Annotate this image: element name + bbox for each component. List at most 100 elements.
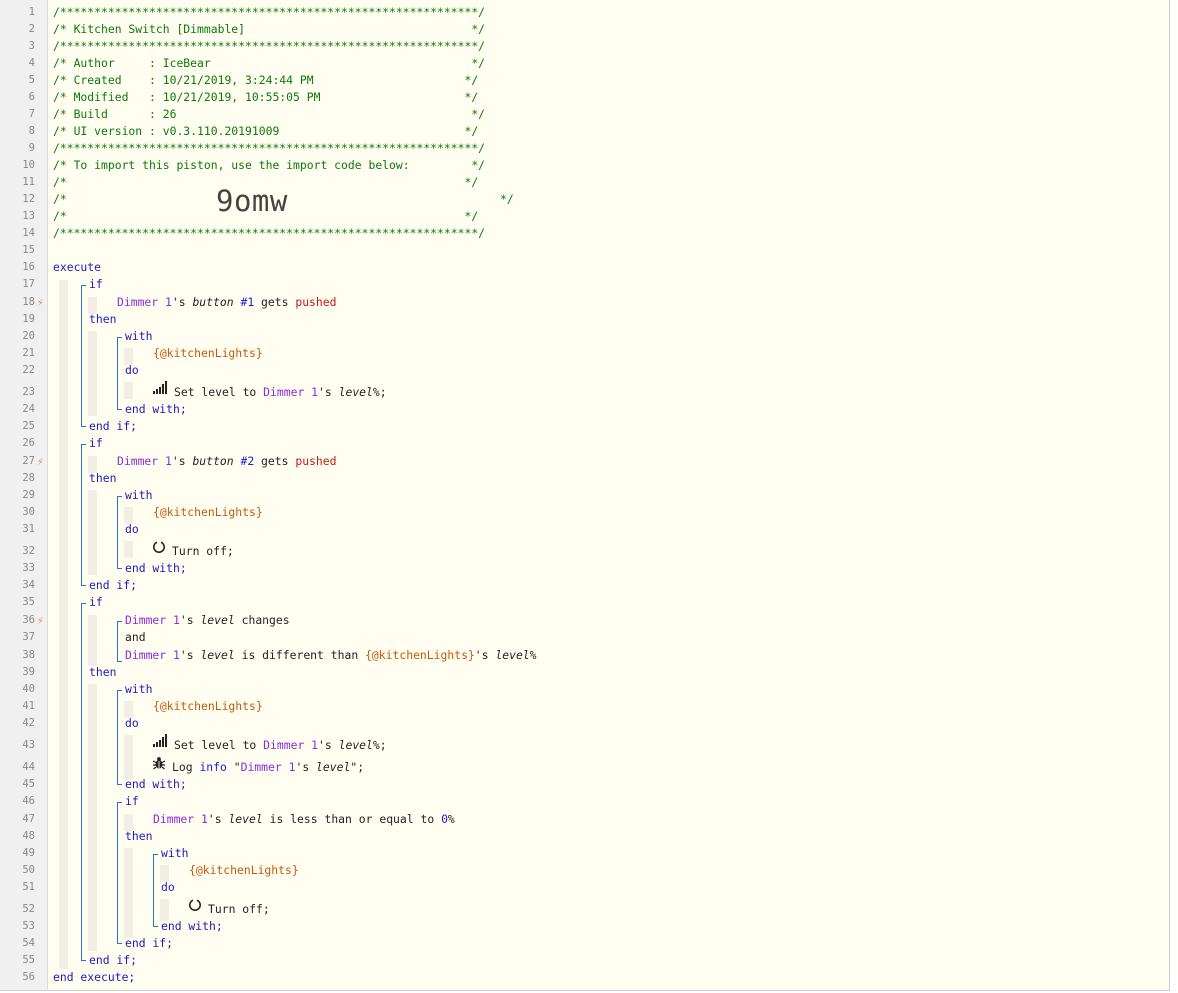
line-number: 2 — [28, 23, 35, 35]
task-text: Turn off; — [172, 544, 234, 558]
block-bracket — [117, 690, 118, 785]
indent-guide — [88, 490, 97, 575]
line-number: 7 — [28, 108, 35, 120]
lightning-bolt-icon: ⚡ — [37, 455, 44, 468]
device-variable[interactable]: {@kitchenLights} — [153, 699, 263, 713]
line-number: 52 — [22, 903, 35, 915]
attribute: level — [228, 812, 263, 826]
with-keyword: with — [125, 682, 153, 696]
line-number: 15 — [22, 244, 35, 256]
header-build: /* Build : 26 */ — [53, 107, 486, 121]
line-number: 43 — [22, 739, 35, 751]
block-bracket — [117, 568, 122, 569]
header-created: /* Created : 10/21/2019, 3:24:44 PM */ — [53, 73, 479, 87]
indent-guide — [88, 456, 97, 473]
block-bracket — [81, 285, 82, 427]
set-level-task[interactable]: Set level to Dimmer 1's level%; — [174, 737, 387, 754]
block-bracket — [117, 802, 118, 944]
turn-off-task[interactable]: Turn off; — [208, 901, 270, 918]
line-number: 30 — [22, 506, 35, 518]
line-number: 53 — [22, 920, 35, 932]
line-number: 33 — [22, 562, 35, 574]
condition-level-zero[interactable]: Dimmer 1's level is less than or equal t… — [153, 811, 455, 828]
possessive: 's — [318, 385, 339, 399]
then-keyword: then — [89, 665, 117, 679]
possessive: 's — [295, 760, 317, 774]
indent-guide — [124, 507, 133, 524]
block-bracket — [117, 661, 122, 662]
with-keyword: with — [125, 488, 153, 502]
device-name: Dimmer 1 — [125, 613, 180, 627]
device-variable[interactable]: {@kitchenLights} — [189, 863, 299, 877]
button-number: #2 — [240, 454, 255, 468]
line-number: 48 — [22, 830, 35, 842]
line-number: 12 — [22, 193, 35, 205]
block-bracket — [117, 784, 122, 785]
indent-guide — [124, 814, 133, 831]
task-text: Log — [172, 760, 200, 774]
line-number: 8 — [28, 125, 35, 137]
line-number: 29 — [22, 489, 35, 501]
line-number: 24 — [22, 403, 35, 415]
attribute: button — [192, 454, 234, 468]
log-level: info — [199, 760, 227, 774]
block-bracket — [117, 337, 118, 410]
block-bracket — [81, 960, 86, 961]
import-code[interactable]: 9omw — [216, 184, 288, 218]
line-number: 45 — [22, 778, 35, 790]
and-operator: and — [125, 630, 146, 644]
possessive: 's — [318, 738, 339, 752]
condition-level-changes[interactable]: Dimmer 1's level changes — [125, 612, 290, 629]
condition-button-2[interactable]: Dimmer 1's button #2 gets pushed — [117, 453, 337, 470]
line-number: 47 — [22, 813, 35, 825]
line-number: 40 — [22, 683, 35, 695]
header-blank-comment: /* */ — [53, 209, 479, 223]
do-keyword: do — [125, 363, 139, 377]
indent-guide — [88, 615, 97, 666]
line-number: 37 — [22, 631, 35, 643]
set-level-task[interactable]: Set level to Dimmer 1's level%; — [174, 384, 387, 401]
block-bracket — [153, 926, 158, 927]
header-comment-open: /* — [53, 192, 67, 206]
line-number: 13 — [22, 210, 35, 222]
turn-off-task[interactable]: Turn off; — [172, 543, 234, 560]
block-bracket — [117, 409, 122, 410]
indent-guide — [88, 331, 97, 416]
indent-guide — [59, 280, 68, 969]
line-number: 46 — [22, 795, 35, 807]
line-number: 34 — [22, 579, 35, 591]
block-bracket — [117, 802, 122, 803]
line-number: 4 — [28, 57, 35, 69]
line-number: 3 — [28, 40, 35, 52]
condition-button-1[interactable]: Dimmer 1's button #1 gets pushed — [117, 294, 337, 311]
suffix: % — [447, 812, 455, 826]
condition-level-different[interactable]: Dimmer 1's level is different than {@kit… — [125, 647, 537, 664]
attribute: level — [200, 648, 235, 662]
indent-guide — [124, 382, 133, 399]
device-variable[interactable]: {@kitchenLights} — [153, 346, 263, 360]
line-number: 42 — [22, 717, 35, 729]
line-number: 16 — [22, 261, 35, 273]
header-modified: /* Modified : 10/21/2019, 10:55:05 PM */ — [53, 90, 479, 104]
device-name: Dimmer 1 — [117, 454, 172, 468]
power-icon — [189, 899, 201, 911]
device-variable[interactable]: {@kitchenLights} — [153, 505, 263, 519]
block-bracket — [117, 337, 122, 338]
line-number: 10 — [22, 159, 35, 171]
lightning-bolt-icon: ⚡ — [37, 296, 44, 309]
line-number: 36 — [22, 614, 35, 626]
operator: is different than — [234, 648, 366, 662]
header-border: /***************************************… — [53, 5, 486, 19]
device-name: Dimmer 1 — [117, 295, 172, 309]
then-keyword: then — [89, 312, 117, 326]
end-if-keyword: end if; — [125, 936, 174, 950]
log-task[interactable]: Log info "Dimmer 1's level"; — [172, 759, 364, 776]
line-number: 14 — [22, 227, 35, 239]
button-number: #1 — [240, 295, 255, 309]
end-with-keyword: end with; — [125, 402, 187, 416]
suffix: %; — [372, 738, 387, 752]
do-keyword: do — [161, 880, 175, 894]
attribute: level — [338, 738, 373, 752]
block-bracket — [81, 444, 82, 586]
indent-guide — [124, 541, 133, 558]
